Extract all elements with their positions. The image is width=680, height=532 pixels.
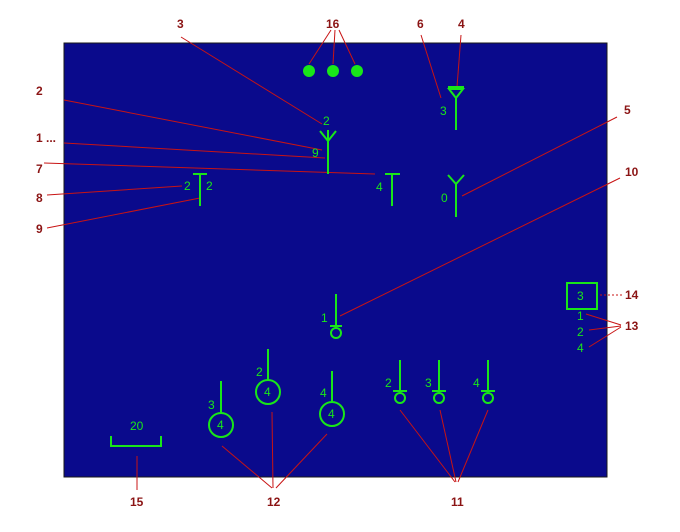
box-list-1: 1 [577, 309, 584, 323]
circle-value-2: 4 [264, 385, 271, 399]
leader-11a [399, 409, 456, 483]
circle-symbol-1: 3 4 [208, 381, 234, 438]
dot-3 [351, 65, 363, 77]
leader-7 [43, 162, 376, 175]
leader-13c [588, 326, 622, 348]
leader-lines [43, 29, 622, 490]
callout-13: 13 [625, 319, 639, 333]
leader-9 [46, 197, 201, 229]
leader-6 [420, 34, 442, 99]
leader-13b [588, 325, 622, 331]
circle-pin-value-3: 4 [320, 386, 327, 400]
callout-9: 9 [36, 222, 43, 236]
leader-5 [461, 116, 618, 197]
box-list-3: 4 [577, 341, 584, 355]
leader-11b [439, 409, 457, 483]
diode-value: 3 [440, 104, 447, 118]
box-value: 3 [577, 289, 584, 303]
tee-left-value: 2 [184, 179, 191, 193]
pin-symbol-3: 4 [473, 360, 495, 404]
fork-symbol: 0 [441, 174, 465, 217]
pin-mid-value: 1 [321, 311, 328, 325]
callout-15: 15 [130, 495, 144, 509]
circle-symbol-3: 4 4 [319, 371, 345, 427]
callout-6: 6 [417, 17, 424, 31]
pin-symbol-2: 3 [425, 360, 446, 404]
dot-2 [327, 65, 339, 77]
pin-value-2: 3 [425, 376, 432, 390]
leader-11c [457, 409, 489, 483]
antenna-symbol: 2 9 [312, 114, 337, 174]
callout-4: 4 [458, 17, 465, 31]
antenna-value: 9 [312, 146, 319, 160]
dots-symbol [303, 65, 363, 77]
tee-center-value: 4 [376, 180, 383, 194]
pin-value-3: 4 [473, 376, 480, 390]
pin-symbol-mid: 1 [321, 294, 342, 339]
box-symbol: 3 1 2 4 [566, 282, 598, 355]
circle-value-3: 4 [328, 407, 335, 421]
callout-labels: 1 ... 2 3 4 5 6 7 8 9 10 11 12 13 14 15 … [36, 17, 639, 509]
diagram-panel [63, 42, 608, 478]
callout-16: 16 [326, 17, 340, 31]
pin-symbol-1: 2 [385, 360, 407, 404]
pin-value-1: 2 [385, 376, 392, 390]
circle-pin-value-2: 2 [256, 365, 263, 379]
leader-12a [221, 445, 273, 489]
callout-11: 11 [451, 495, 464, 509]
callout-7: 7 [36, 162, 43, 176]
callout-14: 14 [625, 288, 639, 302]
leader-12c [275, 433, 328, 489]
leader-16a [308, 29, 332, 65]
callout-2: 2 [36, 84, 43, 98]
callout-10: 10 [625, 165, 639, 179]
leader-12b [271, 411, 274, 489]
leader-2 [63, 99, 323, 151]
scale-bracket: 20 [110, 419, 162, 447]
callout-1: 1 ... [36, 131, 56, 145]
diode-symbol: 3 [440, 86, 466, 130]
callout-12: 12 [267, 495, 281, 509]
dot-1 [303, 65, 315, 77]
scale-value: 20 [130, 419, 144, 433]
box-list-2: 2 [577, 325, 584, 339]
tee-symbol-left: 2 2 [184, 173, 213, 206]
leader-16c [338, 29, 356, 65]
circle-value-1: 4 [217, 418, 224, 432]
callout-3: 3 [177, 17, 184, 31]
leader-8 [46, 185, 183, 196]
callout-8: 8 [36, 191, 43, 205]
tee-symbol-center: 4 [376, 173, 400, 206]
leader-13a [585, 313, 622, 326]
antenna-label: 2 [323, 114, 330, 128]
circle-symbol-2: 2 4 [255, 349, 281, 405]
leader-16b [332, 29, 336, 65]
circle-pin-value-1: 3 [208, 398, 215, 412]
leader-3 [180, 36, 323, 125]
leader-10 [339, 177, 621, 317]
callout-5: 5 [624, 103, 631, 117]
fork-value: 0 [441, 191, 448, 205]
leader-1 [63, 142, 326, 159]
leader-4 [456, 34, 462, 88]
tee-right-value: 2 [206, 179, 213, 193]
